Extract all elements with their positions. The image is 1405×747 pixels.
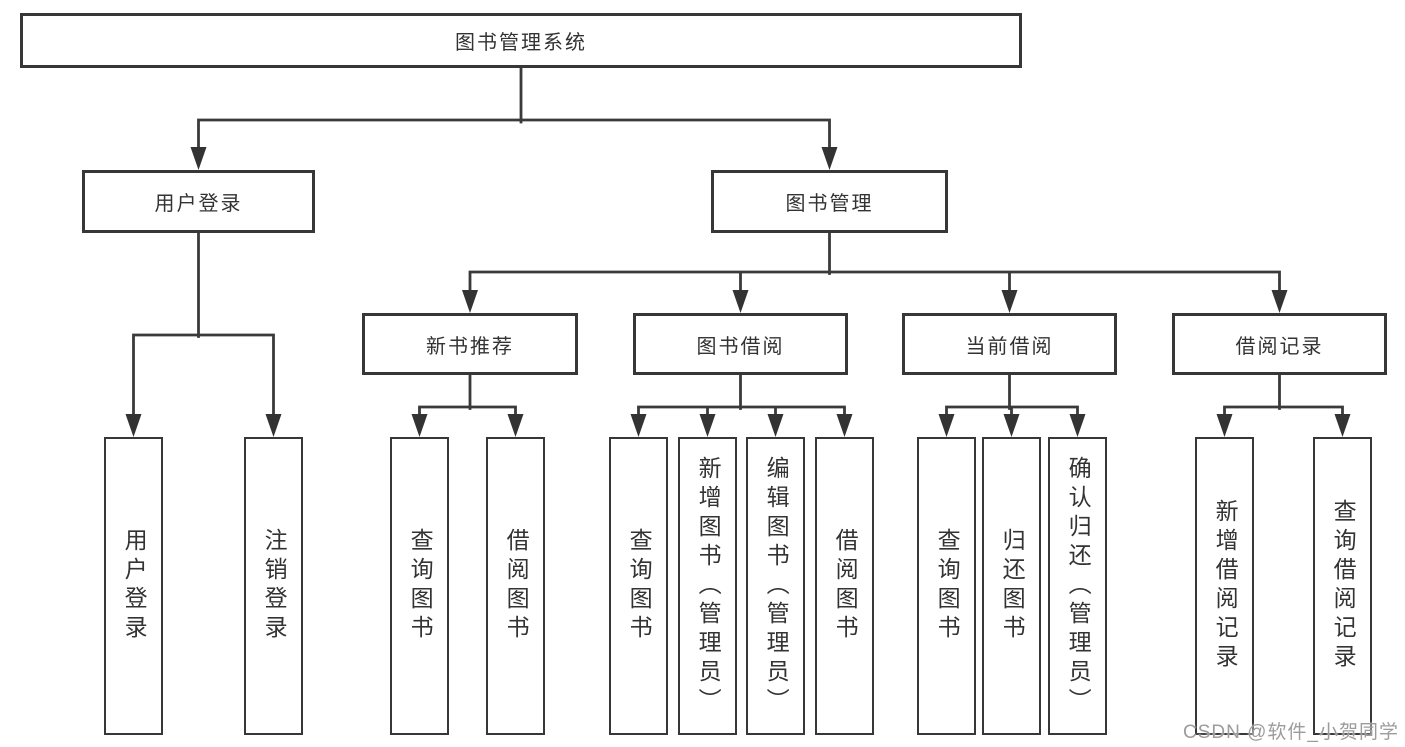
connector-book-management-to-level3: [462, 231, 1288, 313]
connector-user-login-to-leaves: [125, 231, 282, 437]
node-user-login: 用户登录: [82, 170, 315, 233]
node-borrow-records-label: 借阅记录: [1235, 335, 1324, 358]
leaf-borrow-book-borrow: 借阅图书: [815, 437, 874, 735]
node-book-borrow: 图书借阅: [633, 313, 848, 375]
leaf-add-borrow-record-label: 新增借阅记录: [1212, 499, 1239, 673]
node-book-management-label: 图书管理: [785, 193, 874, 215]
node-current-borrow: 当前借阅: [902, 313, 1117, 375]
leaf-edit-book-admin: 编辑图书（管理员）: [746, 437, 805, 735]
leaf-add-borrow-record: 新增借阅记录: [1195, 437, 1254, 735]
leaf-search-book-borrow-label: 查询图书: [626, 528, 653, 644]
node-borrow-records: 借阅记录: [1172, 313, 1387, 375]
leaf-search-book-recommend-label: 查询图书: [407, 528, 434, 644]
leaf-borrow-book-recommend-label: 借阅图书: [503, 528, 530, 644]
leaf-add-book-admin-label: 新增图书（管理员）: [695, 455, 722, 717]
leaf-search-book-current: 查询图书: [917, 437, 976, 735]
connector-current-borrow-to-leaves: [938, 373, 1086, 437]
leaf-return-book: 归还图书: [982, 437, 1041, 735]
leaf-borrow-book-borrow-label: 借阅图书: [832, 528, 859, 644]
leaf-confirm-return-admin: 确认归还（管理员）: [1048, 437, 1107, 735]
leaf-logout-login: 注销登录: [244, 437, 303, 735]
node-library-system: 图书管理系统: [20, 13, 1022, 68]
leaf-return-book-label: 归还图书: [999, 528, 1026, 644]
node-library-system-label: 图书管理系统: [455, 32, 587, 54]
leaf-user-login-label: 用户登录: [121, 528, 148, 644]
leaf-query-borrow-record-label: 查询借阅记录: [1330, 499, 1357, 673]
leaf-search-book-recommend: 查询图书: [390, 437, 449, 735]
leaf-borrow-book-recommend: 借阅图书: [486, 437, 545, 735]
csdn-watermark: CSDN @软件_小贺同学: [1183, 722, 1399, 743]
node-new-book-recommend: 新书推荐: [362, 313, 578, 375]
leaf-search-book-borrow: 查询图书: [609, 437, 668, 735]
connector-new-book-to-leaves: [411, 373, 524, 437]
node-user-login-label: 用户登录: [154, 193, 243, 215]
connector-borrow-records-to-leaves: [1216, 373, 1351, 437]
connector-book-borrow-to-leaves: [630, 373, 853, 437]
leaf-add-book-admin: 新增图书（管理员）: [678, 437, 737, 735]
leaf-query-borrow-record: 查询借阅记录: [1313, 437, 1372, 735]
leaf-user-login: 用户登录: [104, 437, 163, 735]
leaf-edit-book-admin-label: 编辑图书（管理员）: [763, 455, 790, 717]
leaf-search-book-current-label: 查询图书: [934, 528, 961, 644]
node-book-borrow-label: 图书借阅: [696, 335, 785, 358]
node-new-book-recommend-label: 新书推荐: [426, 335, 514, 358]
leaf-logout-login-label: 注销登录: [261, 528, 288, 644]
connector-root-to-level2: [190, 66, 838, 170]
leaf-confirm-return-admin-label: 确认归还（管理员）: [1065, 455, 1092, 717]
node-book-management: 图书管理: [711, 170, 948, 233]
node-current-borrow-label: 当前借阅: [965, 335, 1054, 358]
